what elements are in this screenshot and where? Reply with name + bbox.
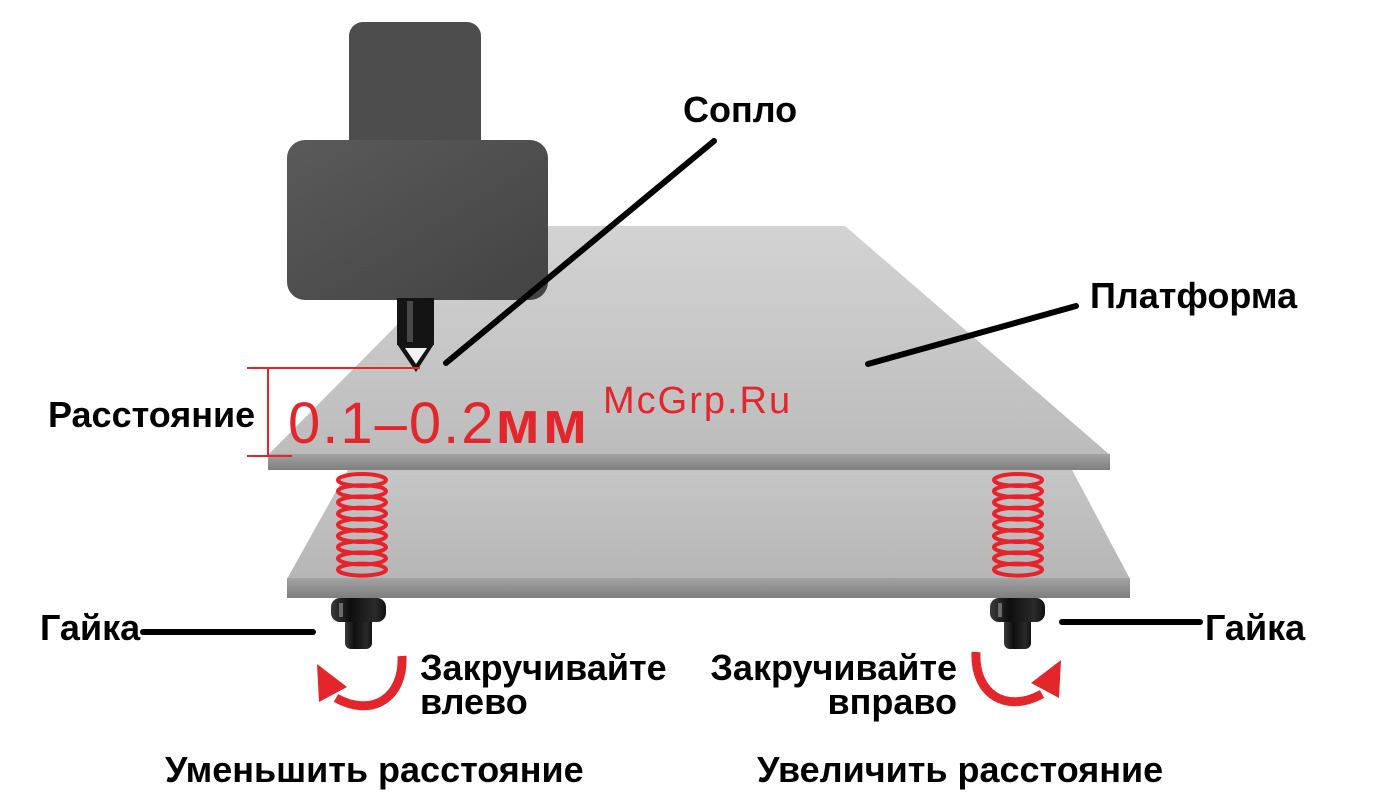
distance-label: Расстояние — [48, 397, 255, 433]
nut-left — [331, 598, 386, 649]
nozzle-label: Сопло — [683, 92, 797, 128]
nut-highlight — [998, 603, 1002, 617]
decrease-distance-caption: Уменьшить расстояние — [165, 752, 584, 788]
platform-edge — [268, 454, 1110, 470]
turn-right-instruction-line2: вправо — [705, 684, 957, 720]
nut-left-label: Гайка — [40, 610, 140, 646]
nozzle-barrel-highlight — [407, 301, 413, 342]
arrow-body — [336, 656, 402, 706]
nozzle-carriage-top — [349, 22, 481, 157]
distance-unit: мм — [496, 389, 591, 456]
turn-left-instruction-line2: влево — [420, 684, 528, 720]
nut-right — [990, 598, 1045, 649]
distance-value: 0.1–0.2мм — [288, 394, 590, 452]
nozzle-carriage-body — [287, 140, 548, 300]
platform-label: Платформа — [1090, 278, 1297, 314]
distance-range: 0.1–0.2 — [288, 391, 496, 456]
watermark: McGrp.Ru — [603, 382, 792, 420]
nut-right-label: Гайка — [1205, 610, 1305, 646]
rotate-right-arrow-icon — [976, 652, 1061, 702]
arrow-body — [976, 652, 1042, 702]
lower-plate-edge — [287, 578, 1130, 598]
rotate-left-arrow-icon — [317, 656, 402, 706]
nut-highlight — [339, 603, 343, 617]
nozzle-barrel — [397, 298, 434, 345]
increase-distance-caption: Увеличить расстояние — [757, 752, 1163, 788]
